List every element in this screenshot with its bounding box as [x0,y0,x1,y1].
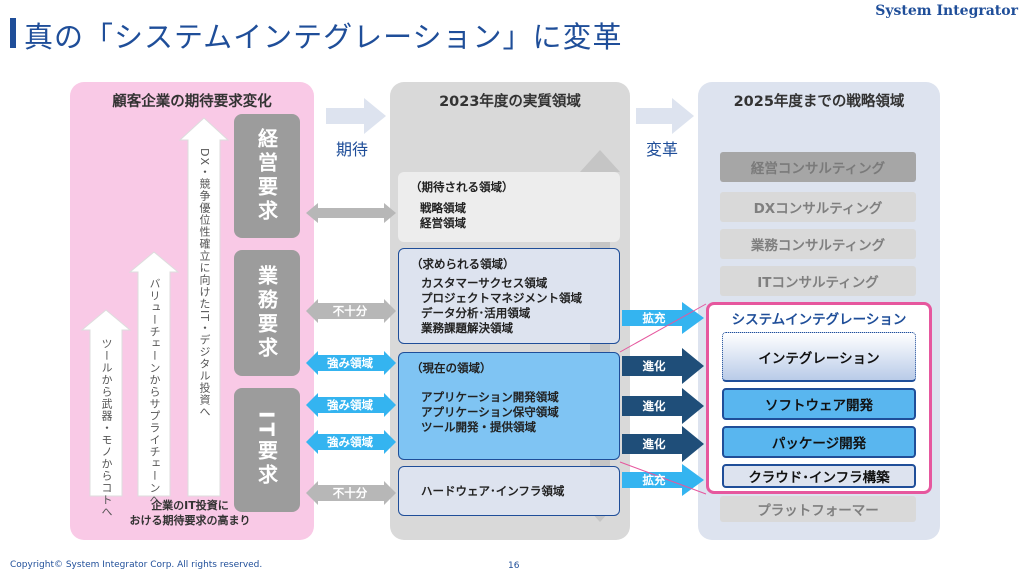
insufficient-tag: 不十分 [332,486,368,500]
required-domain-heading: （求められる領域） [411,257,515,271]
strategic-domain-title: 2025年度までの戦略領域 [733,94,905,110]
biz-double-arrow [306,299,396,323]
biz-requirement-box: 業務要求 [234,250,300,376]
footnote-line-2: おける期待要求の高まり [129,514,251,527]
transform-arrow [636,98,694,134]
consulting-mgmt: 経営コンサルティング [720,152,916,182]
guide-line-2 [619,461,707,495]
current-domain-item: アプリケーション保守領域 [421,405,559,419]
required-domain-item: カスタマーサクセス領域 [421,276,548,290]
si-integration: インテグレーション [722,332,916,382]
mgmt-requirement-box: 経営要求 [234,114,300,238]
up-arrow-1 [80,309,132,497]
hardware-domain-box: ハードウェア･インフラ領域 [398,466,620,516]
guide-line-1 [619,303,707,353]
transform-label: 変革 [646,140,679,159]
arrow-label-tools: ツールから武器・モノからコトへ [100,338,113,518]
strength-tag: 強み領域 [327,356,373,370]
consulting-it: ITコンサルティング [720,266,916,296]
footer-copyright: Copyright© System Integrator Corp. All r… [10,560,263,570]
required-domain-item: 業務課題解決領域 [421,321,513,335]
consulting-dx: DXコンサルティング [720,192,916,222]
up-arrow-3 [178,117,230,497]
page-number: 16 [508,561,520,571]
required-domain-item: データ分析･活用領域 [421,306,531,320]
evolve-arrow-1 [622,348,704,384]
it-requirement-box: IT要求 [234,388,300,512]
current-domain-item: ツール開発・提供領域 [421,420,536,434]
si-software: ソフトウェア開発 [722,388,916,420]
evolve-arrow-2 [622,388,704,424]
expand-arrow-1 [622,302,704,334]
strength-arrow-2 [306,393,396,417]
strength-tag: 強み領域 [327,435,373,449]
required-domain-item: プロジェクトマネジメント領域 [421,291,582,305]
si-cloud-infra: クラウド･インフラ構築 [722,464,916,488]
up-arrow-2 [128,251,180,497]
expect-arrow [326,98,386,134]
si-group-title: システムインテグレーション [731,312,907,328]
platformer: プラットフォーマー [720,496,916,522]
arrow-label-value-chain: バリューチェーンからサプライチェーンへ [148,278,161,506]
expected-domain-heading: （期待される領域） [410,180,514,194]
current-domain-heading: （現在の領域） [411,361,492,375]
footnote-line-1: 企業のIT投資に [151,499,229,512]
expand-tag: 拡充 [642,473,666,487]
strength-tag: 強み領域 [327,398,373,412]
evolve-tag: 進化 [642,359,666,373]
evolve-tag: 進化 [642,399,666,413]
arrow-label-dx: DX・競争優位性確立に向けたIT・デジタル投資へ [198,148,211,418]
expand-arrow-2 [622,464,704,496]
expand-tag: 拡充 [642,311,666,325]
required-domain-box: （求められる領域） カスタマーサクセス領域 プロジェクトマネジメント領域 データ… [398,248,620,344]
mgmt-double-arrow [306,203,396,223]
page-title: 真の「システムインテグレーション」に変革 [24,20,623,54]
evolve-tag: 進化 [642,437,666,451]
hw-double-arrow [306,481,396,505]
insufficient-tag: 不十分 [332,304,368,318]
evolve-arrow-3 [622,426,704,462]
expected-domain-item: 経営領域 [420,216,466,230]
left-footnote: 企業のIT投資に おける期待要求の高まり [90,498,290,528]
current-domain-title: 2023年度の実質領域 [439,94,581,110]
strength-arrow-1 [306,351,396,375]
expected-domain-box: （期待される領域） 戦略領域 経営領域 [398,172,620,242]
expect-label: 期待 [336,140,369,159]
title-accent-bar [10,18,16,48]
consulting-biz: 業務コンサルティング [720,229,916,259]
customer-expectation-title: 顧客企業の期待要求変化 [112,94,272,110]
current-domain-box: （現在の領域） アプリケーション開発領域 アプリケーション保守領域 ツール開発・… [398,352,620,460]
hardware-domain-label: ハードウェア･インフラ領域 [421,483,565,498]
si-package: パッケージ開発 [722,426,916,458]
current-domain-item: アプリケーション開発領域 [421,390,559,404]
expected-domain-item: 戦略領域 [420,201,466,215]
brand-logo: System Integrator [875,3,1018,19]
strength-arrow-3 [306,430,396,454]
